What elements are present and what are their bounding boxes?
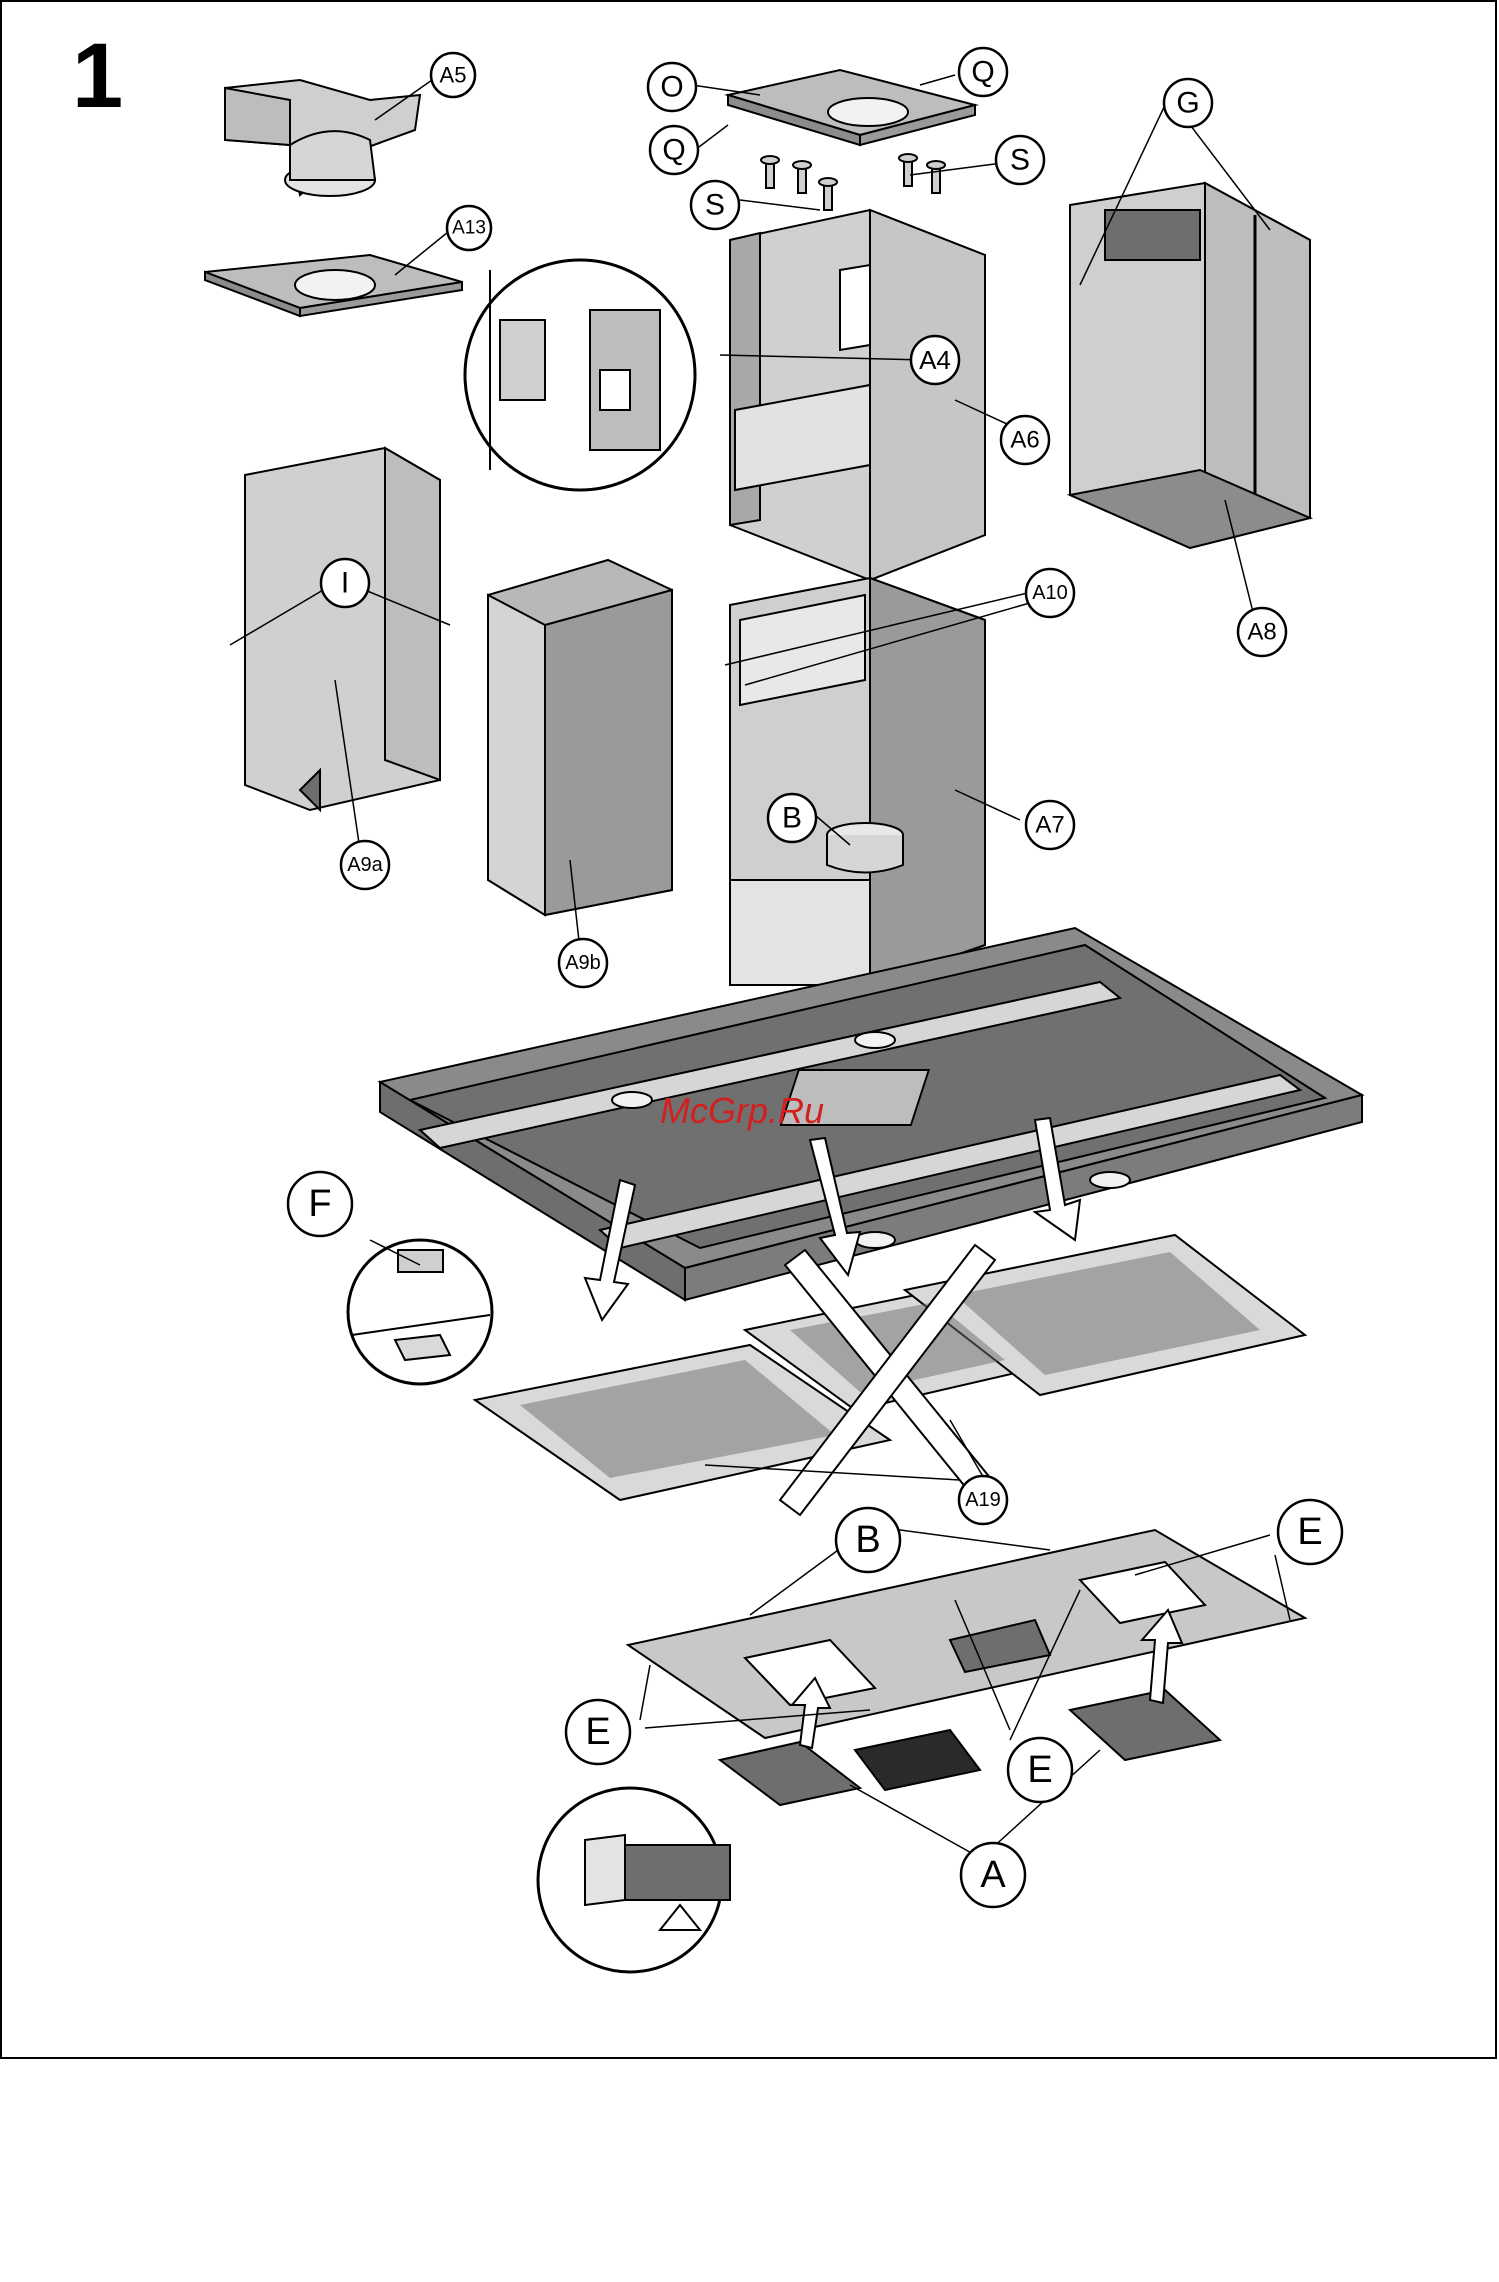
- detail-circle-chimney-clip: [465, 260, 695, 490]
- label-a19: A19: [959, 1476, 1007, 1524]
- ceiling-plate-part: [205, 255, 462, 316]
- svg-text:A7: A7: [1035, 812, 1064, 839]
- label-a6: A6: [1001, 416, 1049, 464]
- label-a9a: A9a: [341, 841, 389, 889]
- label-q-left: Q: [650, 126, 698, 174]
- svg-text:Q: Q: [971, 56, 994, 89]
- duct-connector-part: [225, 80, 420, 196]
- svg-text:A: A: [980, 1854, 1006, 1896]
- screws-part: [761, 154, 945, 210]
- label-s-right: S: [996, 136, 1044, 184]
- label-a8: A8: [1238, 608, 1286, 656]
- svg-text:A5: A5: [440, 63, 467, 88]
- svg-text:A10: A10: [1032, 582, 1068, 604]
- svg-text:E: E: [585, 1711, 610, 1753]
- label-i: I: [321, 559, 369, 607]
- label-a10: A10: [1026, 569, 1074, 617]
- svg-text:A8: A8: [1247, 619, 1276, 646]
- svg-text:E: E: [1027, 1749, 1052, 1791]
- label-e-right: E: [1278, 1500, 1342, 1564]
- svg-text:A9a: A9a: [347, 854, 383, 876]
- label-g: G: [1164, 79, 1212, 127]
- charcoal-filter-frame-part: [628, 1530, 1305, 1738]
- label-a5: A5: [431, 53, 475, 97]
- label-a13: A13: [447, 206, 491, 250]
- svg-text:A4: A4: [919, 345, 951, 375]
- svg-text:O: O: [660, 71, 683, 104]
- svg-text:S: S: [705, 189, 725, 222]
- label-a4: A4: [911, 336, 959, 384]
- label-a7: A7: [1026, 801, 1074, 849]
- outer-chimney-upper-part: [1070, 183, 1310, 548]
- label-f: F: [288, 1172, 352, 1236]
- watermark-text: McGrp.Ru: [660, 1090, 824, 1132]
- svg-text:A13: A13: [452, 218, 486, 239]
- svg-text:S: S: [1010, 144, 1030, 177]
- detail-circle-filter-latch: [538, 1788, 730, 1972]
- detail-circle-f: [348, 1240, 492, 1384]
- label-a9b: A9b: [559, 939, 607, 987]
- svg-text:A9b: A9b: [565, 952, 601, 974]
- svg-text:A19: A19: [965, 1489, 1001, 1511]
- label-a: A: [961, 1843, 1025, 1907]
- upper-chimney-frame-part: [730, 210, 985, 580]
- svg-text:E: E: [1297, 1511, 1322, 1553]
- svg-text:A6: A6: [1010, 427, 1039, 454]
- label-e-middle: E: [1008, 1738, 1072, 1802]
- svg-text:B: B: [855, 1519, 880, 1561]
- svg-text:G: G: [1176, 87, 1199, 120]
- figure-number: 1: [72, 30, 123, 122]
- chimney-cover-a9a-part: [245, 448, 440, 810]
- chimney-cover-a9b-part: [488, 560, 672, 915]
- svg-text:I: I: [341, 567, 349, 600]
- svg-text:B: B: [782, 802, 802, 835]
- label-e-left: E: [566, 1700, 630, 1764]
- svg-text:Q: Q: [662, 134, 685, 167]
- label-q-top: Q: [959, 48, 1007, 96]
- label-o: O: [648, 63, 696, 111]
- svg-text:F: F: [308, 1183, 331, 1225]
- lower-chimney-frame-part: [730, 578, 985, 985]
- label-s-left: S: [691, 181, 739, 229]
- top-mounting-bracket-part: [728, 70, 975, 145]
- hood-canopy-body: [380, 928, 1362, 1300]
- label-b-lower: B: [836, 1508, 900, 1572]
- label-b-upper: B: [768, 794, 816, 842]
